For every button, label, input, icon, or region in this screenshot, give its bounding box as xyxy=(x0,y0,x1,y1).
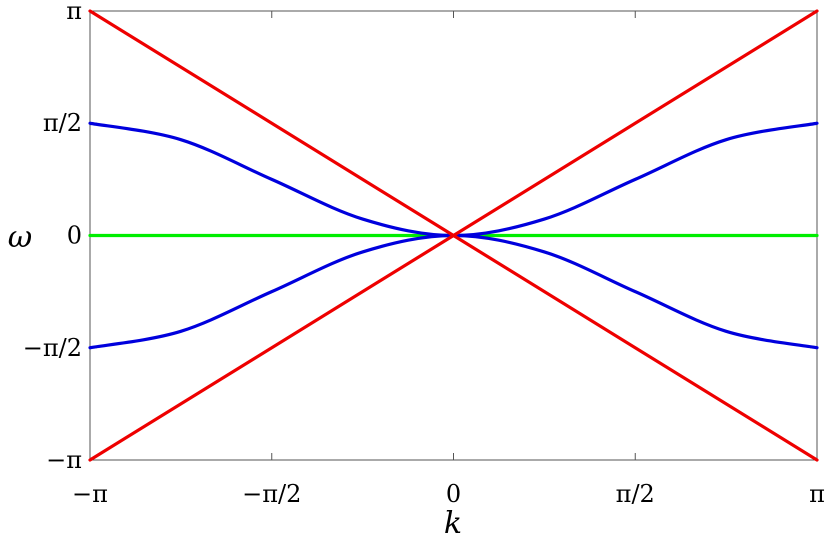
y-tick-label: π xyxy=(66,0,82,25)
x-tick-label: 0 xyxy=(446,480,461,508)
y-tick-label: 0 xyxy=(67,222,82,250)
y-tick-label: π/2 xyxy=(43,109,82,137)
series-line-1 xyxy=(88,121,819,238)
y-tick-label: −π/2 xyxy=(23,334,82,362)
y-axis-label: ω xyxy=(8,220,32,255)
x-tick-label: π xyxy=(809,480,825,508)
series-line-4 xyxy=(88,9,819,462)
series-layer xyxy=(88,9,819,462)
y-tick-label: −π xyxy=(46,446,82,474)
x-tick-label: −π/2 xyxy=(242,480,301,508)
tick-labels-layer: −π −π/2 0 π/2 π −π −π/2 0 π/2 π xyxy=(23,0,825,508)
series-line-2 xyxy=(88,233,819,350)
x-tick-label: −π xyxy=(72,480,108,508)
x-axis-label: k xyxy=(444,506,462,537)
x-tick-label: π/2 xyxy=(616,480,655,508)
